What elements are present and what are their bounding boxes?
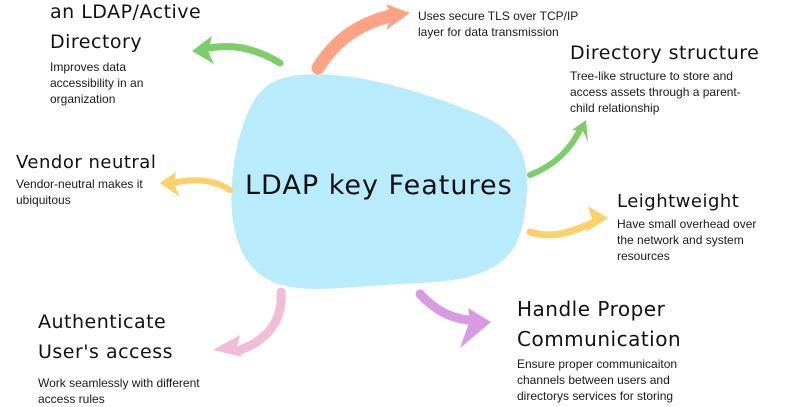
arrow-authenticate <box>213 287 286 357</box>
center-blob <box>231 74 528 289</box>
feature-desc-line: layer for data transmission <box>418 25 559 39</box>
feature-desc-line: resources <box>617 249 670 263</box>
feature-title: Leightweight <box>617 191 740 212</box>
feature-desc-line: child relationship <box>570 101 660 115</box>
feature-desc-line: Vendor-neutral makes it <box>16 177 143 191</box>
feature-title-line1: Handle Proper <box>517 297 666 321</box>
feature-title: Vendor neutral <box>16 152 157 173</box>
arrow-lightweight <box>526 206 608 239</box>
feature-title-line1: an LDAP/Active <box>50 1 202 23</box>
feature-desc-line: Work seamlessly with different <box>38 376 200 390</box>
arrow-vendor-neutral <box>160 172 233 197</box>
feature-secure: Uses secure TLS over TCP/IP layer for da… <box>418 8 578 40</box>
feature-desc-line: Uses secure TLS over TCP/IP <box>418 9 579 23</box>
feature-desc-line: Tree-like structure to store and <box>570 69 733 83</box>
feature-title: Directory structure <box>570 42 760 64</box>
feature-desc-line: channels between users and <box>517 373 670 387</box>
feature-title-line1: Authenticate <box>38 311 167 333</box>
feature-desc-line: directorys services for storing <box>517 389 674 403</box>
feature-desc-line: ubiquitous <box>16 193 71 207</box>
feature-title-line2: User's access <box>38 341 173 363</box>
feature-desc-line: Ensure proper communicaiton <box>517 357 678 371</box>
feature-communication: Handle Proper Communication Ensure prope… <box>517 294 681 404</box>
feature-desc-line: Improves data <box>50 60 127 74</box>
feature-desc-line: the network and system <box>617 233 744 247</box>
feature-authenticate: Authenticate User's access Work seamless… <box>38 307 200 407</box>
feature-lightweight: Leightweight Have small overhead over th… <box>617 188 756 264</box>
feature-desc-line: Have small overhead over <box>617 217 757 231</box>
arrow-communication <box>415 289 491 348</box>
arrow-directory-access <box>192 36 284 67</box>
feature-directory-structure: Directory structure Tree-like structure … <box>570 38 759 116</box>
feature-desc-line: accessibility in an <box>50 76 144 90</box>
center-title: LDAP key Features <box>245 170 513 201</box>
feature-desc-line: organization <box>50 92 116 106</box>
arrow-directory-structure <box>527 120 588 178</box>
feature-desc-line: access assets through a parent- <box>570 85 741 99</box>
arrow-secure <box>311 4 410 75</box>
feature-desc-line: access rules <box>38 392 105 406</box>
feature-vendor-neutral: Vendor neutral Vendor-neutral makes it u… <box>16 150 156 208</box>
feature-title-line2: Directory <box>50 31 143 53</box>
feature-title-line2: Communication <box>517 327 682 351</box>
feature-directory-access: an LDAP/Active Directory Improves data a… <box>50 0 201 107</box>
